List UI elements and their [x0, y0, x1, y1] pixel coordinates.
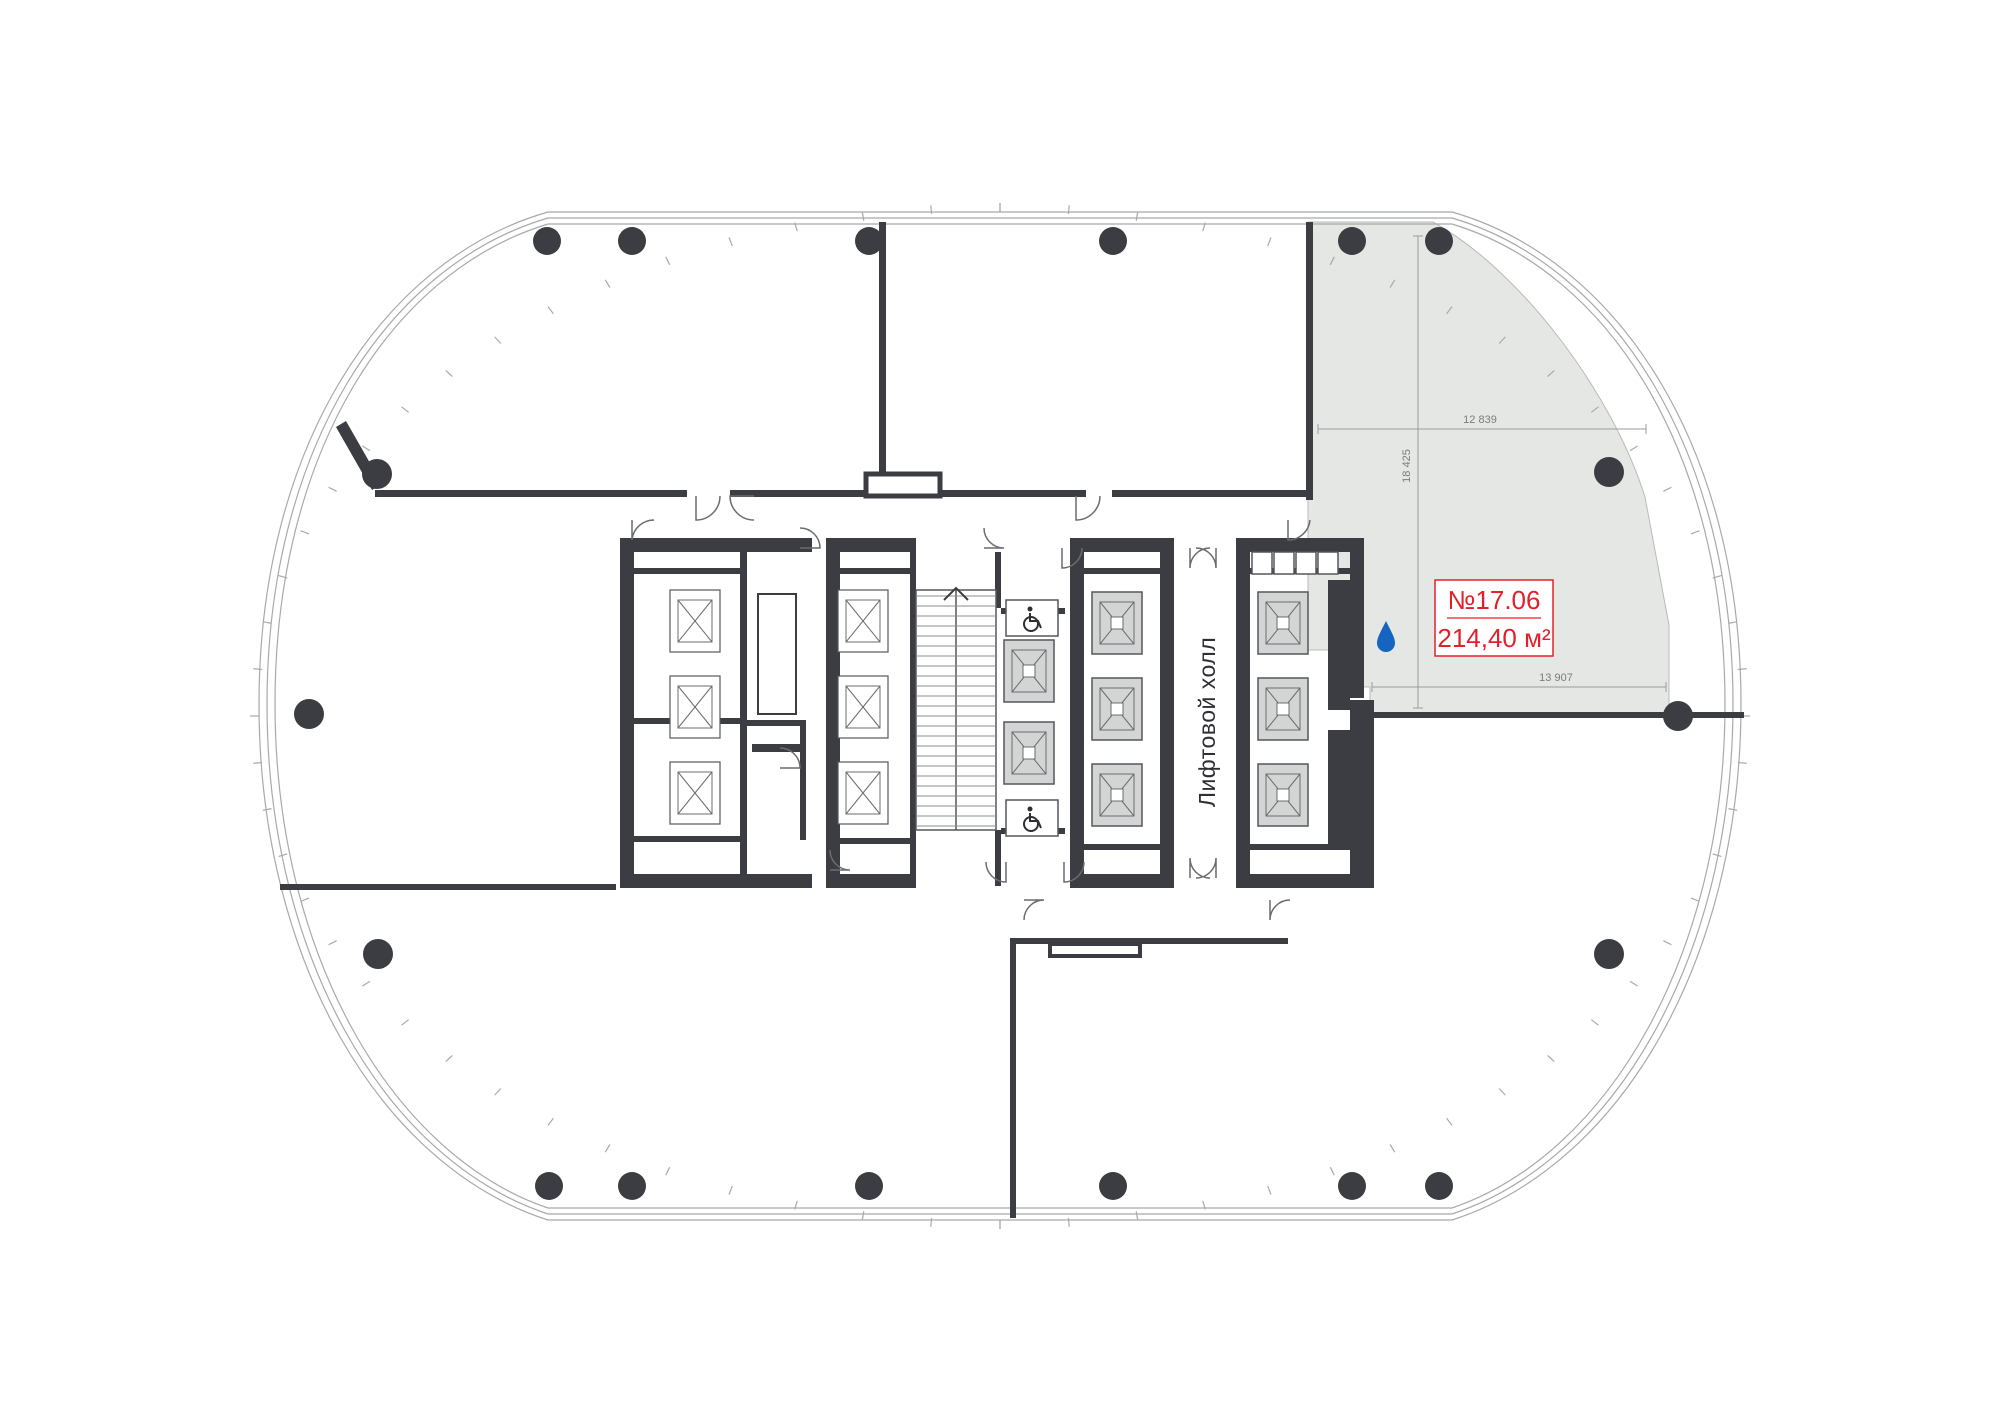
- elevator-2: [1003, 721, 1055, 785]
- columns: [294, 227, 1693, 1200]
- elevator-3: [1091, 591, 1143, 655]
- dimension-top-width: 12 839: [1463, 414, 1497, 426]
- lift-hall-label: Лифтовой холл: [1194, 637, 1220, 807]
- dimension-bottom-width: 13 907: [1539, 672, 1573, 684]
- elevator-4: [1091, 677, 1143, 741]
- elevator-1: [1003, 639, 1055, 703]
- service-cabinets: [1251, 551, 1339, 575]
- elevator-shaft-3: [669, 761, 721, 825]
- dimension-lines: [1317, 235, 1667, 709]
- unit-number: №17.06: [1448, 585, 1541, 615]
- wheelchair-icon: [1023, 806, 1042, 832]
- elevator-shaft-6: [837, 761, 889, 825]
- walls: [280, 222, 1744, 1218]
- elevator-6: [1257, 591, 1309, 655]
- doors: [631, 495, 1311, 921]
- elevator-shaft-1: [669, 589, 721, 653]
- water-drop-icon: [1377, 621, 1395, 652]
- elevator-7: [1257, 677, 1309, 741]
- unit-area: 214,40 м²: [1437, 623, 1551, 653]
- facade-mullions: [250, 203, 1750, 1229]
- elevator-8: [1257, 763, 1309, 827]
- wheelchair-icon: [1023, 606, 1042, 632]
- unit-label[interactable]: №17.06 214,40 м²: [1434, 579, 1554, 657]
- elevator-shaft-5: [837, 675, 889, 739]
- dimension-height: 18 425: [1401, 449, 1413, 483]
- elevator-shaft-2: [669, 675, 721, 739]
- utility-shaft: [757, 593, 797, 715]
- elevator-5: [1091, 763, 1143, 827]
- facade: [258, 211, 1742, 1221]
- elevator-shaft-4: [837, 589, 889, 653]
- staircase: [915, 586, 997, 831]
